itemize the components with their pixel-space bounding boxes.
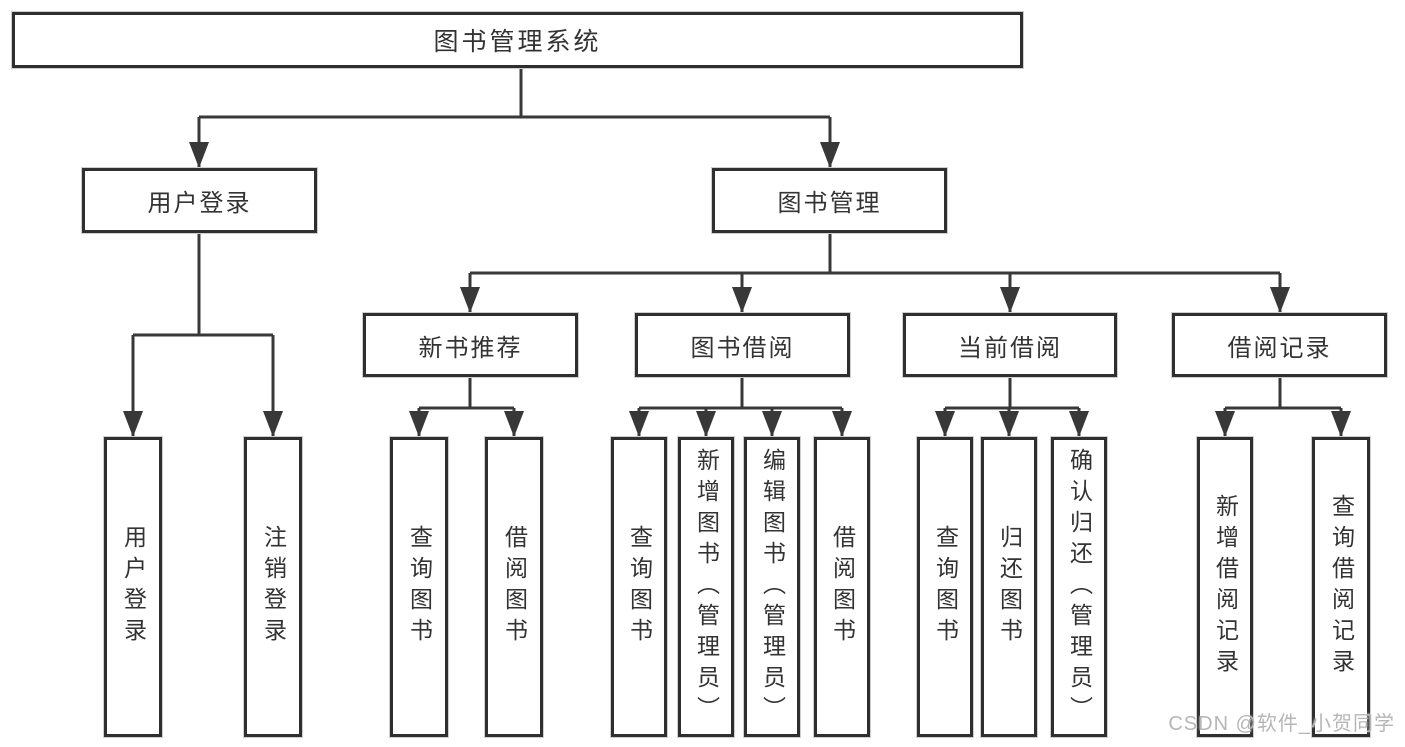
leaf-add-books-admin: 新增图书（管理员） (678, 437, 734, 737)
leaf-query-borrow-record: 查询借阅记录 (1312, 437, 1370, 737)
node-book-management: 图书管理 (712, 168, 947, 233)
node-user-login: 用户登录 (82, 168, 317, 233)
leaf-add-borrow-record: 新增借阅记录 (1197, 437, 1253, 737)
node-borrowing-records: 借阅记录 (1172, 313, 1387, 377)
node-book-borrowing-label: 图书借阅 (690, 334, 795, 362)
leaf-query-books-1: 查询图书 (390, 437, 448, 737)
leaf-edit-books-admin: 编辑图书（管理员） (744, 437, 800, 737)
leaf-query-books-2: 查询图书 (611, 437, 667, 737)
leaf-user-login: 用户登录 (104, 437, 162, 737)
leaf-logout: 注销登录 (244, 437, 302, 737)
watermark: CSDN @软件_小贺同学 (1168, 713, 1395, 735)
leaf-confirm-return-admin: 确认归还（管理员） (1051, 437, 1107, 737)
node-book-management-label: 图书管理 (777, 190, 882, 217)
node-user-login-label: 用户登录 (147, 190, 252, 217)
node-current-borrowing-label: 当前借阅 (958, 334, 1062, 362)
node-new-book-recommend-label: 新书推荐 (418, 334, 523, 362)
node-borrowing-records-label: 借阅记录 (1227, 334, 1332, 362)
node-new-book-recommend: 新书推荐 (363, 313, 578, 377)
node-book-borrowing: 图书借阅 (635, 313, 850, 377)
node-current-borrowing: 当前借阅 (903, 313, 1117, 377)
leaf-query-books-3: 查询图书 (917, 437, 973, 737)
leaf-borrow-books-2: 借阅图书 (814, 437, 870, 737)
leaf-borrow-books-1: 借阅图书 (485, 437, 543, 737)
node-root: 图书管理系统 (12, 12, 1023, 68)
leaf-return-books: 归还图书 (981, 437, 1037, 737)
node-root-label: 图书管理系统 (433, 28, 602, 56)
